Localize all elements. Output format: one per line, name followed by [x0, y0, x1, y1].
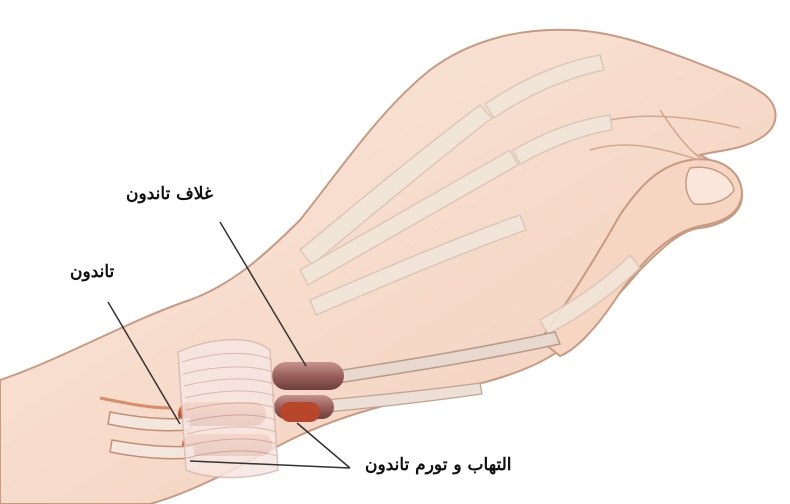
- wrist-ligament-band: [178, 340, 278, 478]
- label-tendon: تاندون: [70, 262, 114, 282]
- inflamed-tendon: [280, 402, 320, 422]
- leader-line-inflam-2: [297, 423, 350, 468]
- tendon-sheath: [272, 362, 344, 390]
- label-tendon-sheath: غلاف تاندون: [126, 184, 213, 204]
- label-inflammation: التهاب و تورم تاندون: [365, 455, 512, 475]
